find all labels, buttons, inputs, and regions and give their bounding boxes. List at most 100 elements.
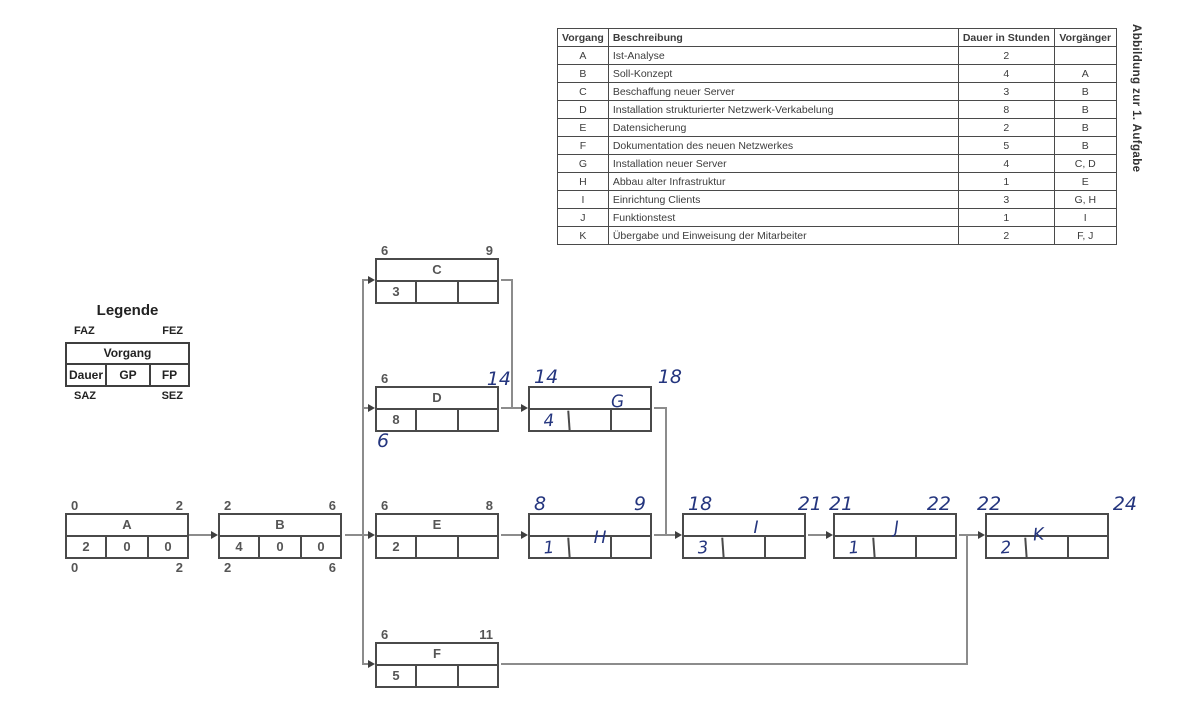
node-dauer: 2	[377, 537, 417, 557]
cell-vorg	[1053, 46, 1117, 65]
node-fp	[459, 537, 497, 557]
node-fez-handwritten: 22	[926, 493, 951, 515]
connector-line	[362, 663, 368, 665]
fp-label: FP	[161, 368, 178, 382]
node-name-handwritten: K	[1032, 524, 1046, 546]
node-name: C	[432, 262, 442, 277]
cell-desc: Abbau alter Infrastruktur	[607, 172, 959, 191]
cell-desc: Funktionstest	[607, 208, 959, 227]
node-gp	[570, 410, 612, 430]
cell-id: D	[557, 100, 609, 119]
node-gp	[417, 282, 459, 302]
connector-line	[362, 279, 368, 281]
cell-dauer: 3	[957, 82, 1055, 101]
node-fp	[766, 537, 804, 557]
node-fp	[612, 410, 650, 430]
node-gp	[875, 537, 917, 557]
legend-top-labels: FAZ FEZ	[65, 325, 190, 340]
node-dauer: 5	[377, 666, 417, 686]
col-header-vorgang: Vorgang	[557, 28, 609, 47]
arrow-icon	[521, 531, 528, 539]
node-gp	[417, 537, 459, 557]
connector-line	[362, 407, 368, 409]
col-header-dauer: Dauer in Stunden	[957, 28, 1055, 47]
vorgang-label: Vorgang	[67, 344, 188, 365]
connector-line	[362, 279, 364, 665]
cell-id: G	[557, 154, 609, 173]
arrow-icon	[521, 404, 528, 412]
node-fp	[459, 410, 497, 430]
node-faz: 6	[381, 498, 389, 513]
cell-desc: Installation strukturierter Netzwerk-Ver…	[607, 100, 959, 119]
arrow-icon	[368, 660, 375, 668]
arrow-icon	[368, 531, 375, 539]
cell-id: J	[557, 208, 609, 227]
node-gp	[570, 537, 612, 557]
node-faz-handwritten: 14	[534, 366, 559, 388]
node-fez: 9	[485, 243, 493, 258]
connector-line	[959, 534, 978, 536]
cell-vorg: A	[1053, 64, 1117, 83]
node-saz: 0	[71, 560, 79, 575]
node-faz: 6	[381, 627, 389, 642]
cell-desc: Installation neuer Server	[607, 154, 959, 173]
cell-id: H	[557, 172, 609, 191]
legend: Legende FAZ FEZ Vorgang Dauer GP FP SAZ …	[65, 302, 190, 405]
node-dauer: 2	[67, 537, 107, 557]
connector-line	[808, 534, 826, 536]
node-name-handwritten: G	[610, 391, 626, 413]
col-header-vorgaenger: Vorgänger	[1053, 28, 1117, 47]
node-fp	[459, 666, 497, 686]
task-table: Vorgang Beschreibung Dauer in Stunden Vo…	[557, 28, 1117, 245]
figure-caption-vertical: Abbildung zur 1. Aufgabe	[1130, 24, 1142, 173]
node-name: B	[275, 517, 285, 532]
cell-desc: Übergabe und Einweisung der Mitarbeiter	[607, 226, 959, 245]
node-saz-handwritten: 6	[377, 430, 390, 452]
node-gp	[417, 666, 459, 686]
node-fez: 2	[175, 498, 183, 513]
arrow-icon	[826, 531, 833, 539]
cell-vorg: B	[1053, 82, 1117, 101]
cell-dauer: 4	[957, 154, 1055, 173]
node-fp	[1069, 537, 1107, 557]
cell-vorg: F, J	[1053, 226, 1117, 245]
gp-label: GP	[107, 365, 151, 385]
arrow-icon	[211, 531, 218, 539]
node-dauer-handwritten: 1	[529, 537, 571, 561]
cell-id: F	[557, 136, 609, 155]
col-header-beschreibung: Beschreibung	[607, 28, 959, 47]
saz-label: SAZ	[74, 390, 96, 402]
node-name: E	[432, 517, 442, 532]
node-sez: 2	[175, 560, 183, 575]
faz-label: FAZ	[74, 325, 95, 337]
cell-desc: Datensicherung	[607, 118, 959, 137]
node-name: D	[432, 390, 442, 405]
node-faz-handwritten: 8	[534, 493, 547, 515]
cell-vorg: B	[1053, 136, 1117, 155]
cell-id: E	[557, 118, 609, 137]
node-faz: 6	[381, 371, 389, 386]
node-faz: 6	[381, 243, 389, 258]
table-header-row: Vorgang Beschreibung Dauer in Stunden Vo…	[557, 28, 1117, 47]
connector-line	[362, 534, 368, 536]
node-name-handwritten: H	[593, 528, 607, 548]
arrow-icon	[675, 531, 682, 539]
node-dauer-handwritten: 3	[683, 537, 725, 561]
cell-vorg: C, D	[1053, 154, 1117, 173]
node-fp	[917, 537, 955, 557]
connector-line	[501, 279, 513, 281]
cell-desc: Einrichtung Clients	[607, 190, 959, 209]
